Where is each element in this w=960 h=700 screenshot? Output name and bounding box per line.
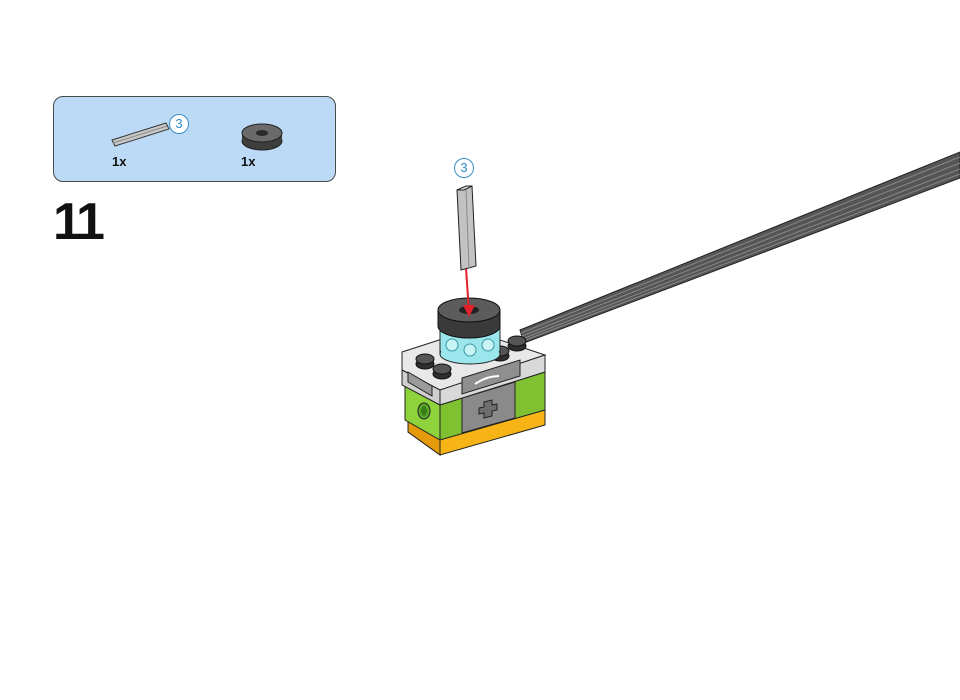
insertion-arrow: [463, 267, 475, 317]
cable: [519, 151, 960, 344]
parts-list-illustrations: [111, 122, 283, 151]
axle-length-badge-assembly: 3: [454, 158, 474, 178]
step-number: 11: [53, 193, 105, 251]
axle-length-badge: 3: [169, 114, 189, 134]
parts-list-box: 1x 3 1x: [53, 96, 336, 182]
axle-assembled: [456, 185, 477, 271]
round-tile-part-icon: [241, 123, 283, 151]
axle-part-icon: [111, 122, 170, 147]
axle-quantity: 1x: [112, 154, 127, 169]
hub-base: [407, 409, 546, 456]
tile-quantity: 1x: [241, 154, 256, 169]
hub-green-body: [404, 371, 546, 441]
